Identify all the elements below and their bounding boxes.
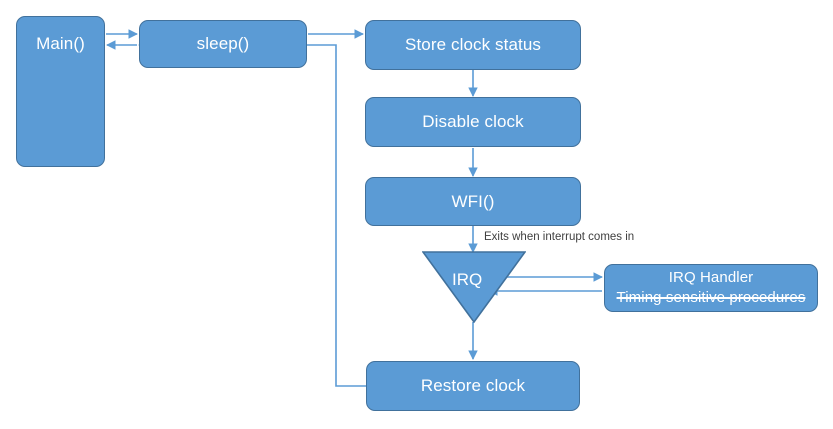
node-main-label: Main(): [36, 34, 85, 53]
node-restore-clock-label: Restore clock: [420, 376, 526, 395]
node-wfi-label: WFI(): [451, 191, 495, 211]
node-restore-clock[interactable]: Restore clock: [366, 361, 580, 411]
node-disable-clock-label: Disable clock: [422, 112, 524, 131]
node-irq-handler-title: IRQ Handler: [668, 268, 754, 286]
node-sleep-label: sleep(): [196, 34, 250, 53]
node-wfi[interactable]: WFI(): [365, 177, 581, 226]
edge-label-exits-when-interrupt: Exits when interrupt comes in: [484, 231, 635, 243]
irq-triangle-shape: [422, 251, 526, 323]
connector-restore-clock-to-sleep: [138, 40, 366, 387]
node-disable-clock[interactable]: Disable clock: [365, 97, 581, 147]
node-sleep[interactable]: sleep(): [139, 20, 307, 68]
node-store-clock-status[interactable]: Store clock status: [365, 20, 581, 70]
node-main[interactable]: Main(): [16, 16, 105, 167]
node-irq-handler-subtitle: Timing sensitive procedures: [616, 289, 806, 306]
node-store-clock-status-label: Store clock status: [405, 35, 541, 54]
node-irq[interactable]: [422, 251, 526, 323]
node-irq-handler[interactable]: IRQ Handler Timing sensitive procedures: [604, 264, 818, 312]
